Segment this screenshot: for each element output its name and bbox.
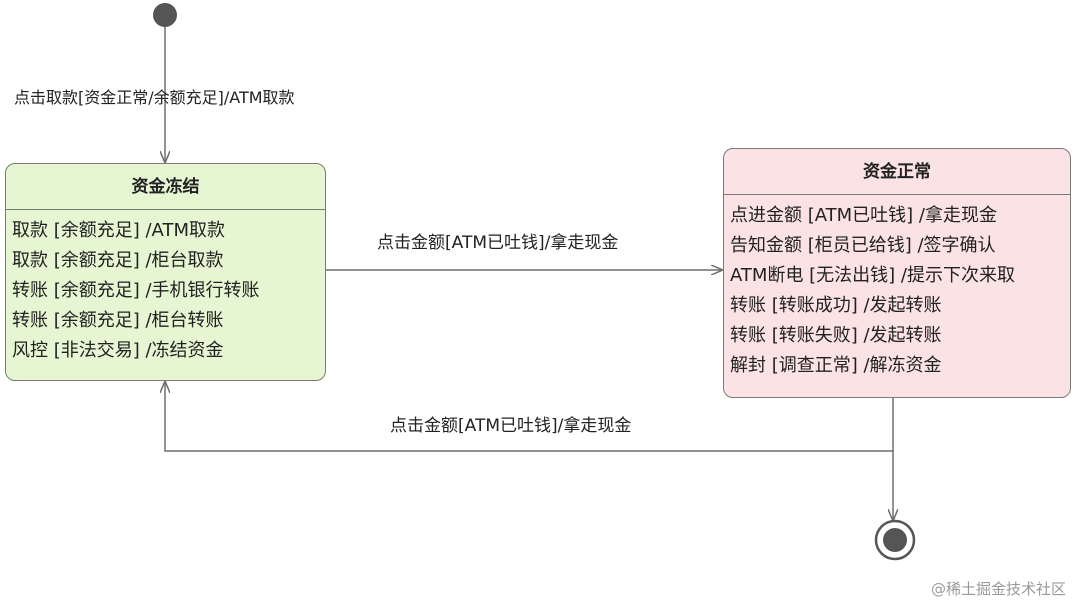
state-normal-action: 解封 [调查正常] /解冻资金 [730, 355, 942, 376]
state-normal-title: 资金正常 [724, 149, 1070, 195]
state-normal-action: 点进金额 [ATM已吐钱] /拿走现金 [730, 205, 997, 226]
state-frozen-action: 转账 [余额充足] /手机银行转账 [12, 280, 260, 301]
state-normal: 资金正常 点进金额 [ATM已吐钱] /拿走现金 告知金额 [柜员已给钱] /签… [723, 148, 1071, 398]
state-frozen: 资金冻结 取款 [余额充足] /ATM取款 取款 [余额充足] /柜台取款 转账… [5, 163, 326, 381]
state-frozen-action: 转账 [余额充足] /柜台转账 [12, 310, 224, 331]
state-normal-action: 转账 [转账失败] /发起转账 [730, 325, 942, 346]
state-frozen-action: 风控 [非法交易] /冻结资金 [12, 340, 224, 361]
state-normal-actions: 点进金额 [ATM已吐钱] /拿走现金 告知金额 [柜员已给钱] /签字确认 A… [724, 195, 1070, 381]
transition-normal-to-frozen-label: 点击金额[ATM已吐钱]/拿走现金 [390, 416, 632, 436]
state-frozen-action: 取款 [余额充足] /柜台取款 [12, 250, 224, 271]
watermark: @稀土掘金技术社区 [930, 580, 1066, 598]
state-normal-action: ATM断电 [无法出钱] /提示下次来取 [730, 265, 1015, 286]
state-frozen-actions: 取款 [余额充足] /ATM取款 取款 [余额充足] /柜台取款 转账 [余额充… [6, 210, 325, 366]
initial-transition-label: 点击取款[资金正常/余额充足]/ATM取款 [14, 88, 295, 107]
initial-state-node [153, 3, 177, 27]
transition-frozen-to-normal-label: 点击金额[ATM已吐钱]/拿走现金 [377, 233, 619, 253]
state-frozen-title: 资金冻结 [6, 164, 325, 210]
transition-normal-to-frozen-arrow [165, 382, 894, 452]
state-normal-action: 告知金额 [柜员已给钱] /签字确认 [730, 235, 996, 256]
final-state-inner-dot [883, 528, 907, 552]
state-normal-action: 转账 [转账成功] /发起转账 [730, 295, 942, 316]
state-frozen-action: 取款 [余额充足] /ATM取款 [12, 220, 225, 241]
